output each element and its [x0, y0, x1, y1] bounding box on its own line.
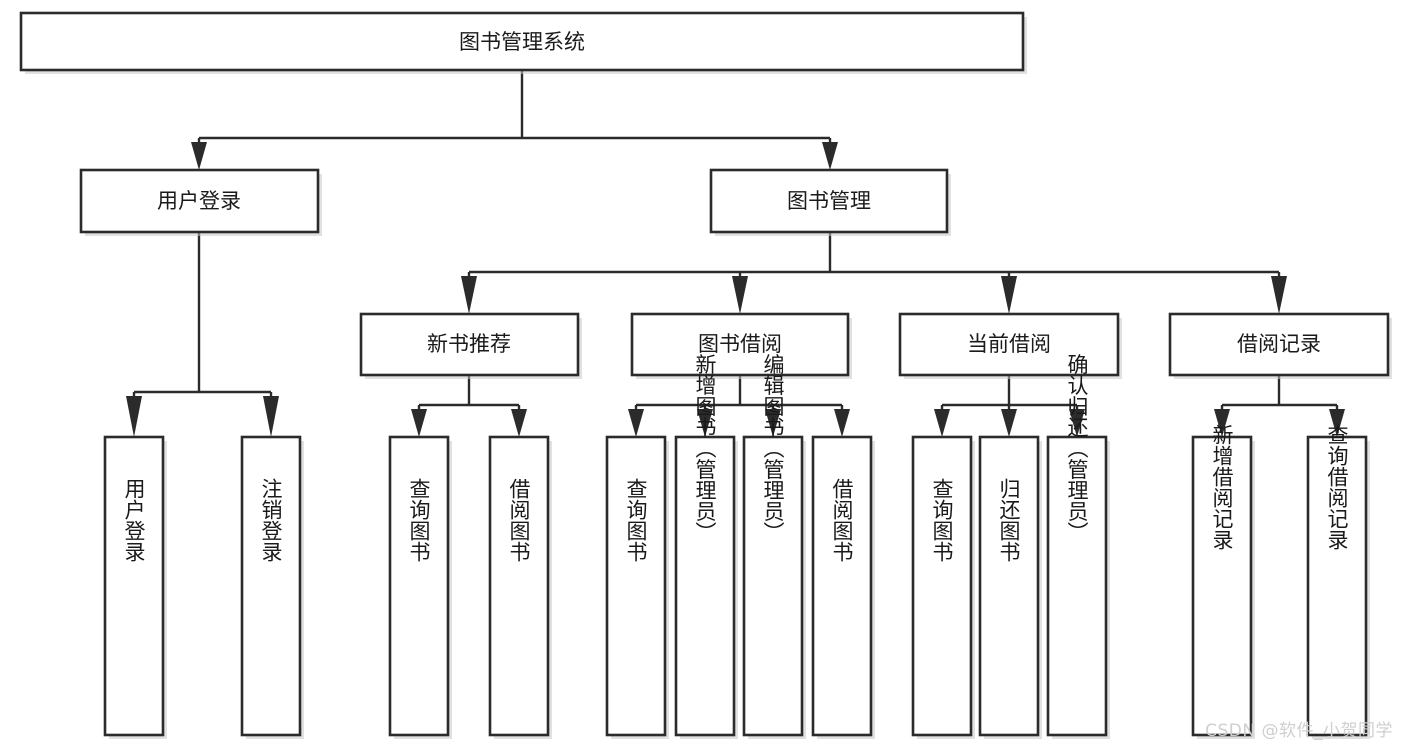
leaf-user-login-label: 用户登录 — [122, 478, 146, 562]
edge-layer — [126, 70, 1345, 437]
leaf-return-book-box — [978, 435, 1040, 737]
node-current-borrow-box — [898, 312, 1120, 377]
leaf-borrow-book-1-label: 借阅图书 — [507, 478, 531, 562]
leaf-logout-login-box — [240, 435, 302, 737]
arrowhead-new-book-recommend — [461, 276, 477, 314]
leaf-query-book-3-box — [911, 435, 973, 737]
leaf-query-book-1[interactable]: 查询图书 — [388, 435, 452, 739]
leaf-query-record-box — [1306, 435, 1368, 737]
arrowhead-leaf-add-book — [697, 409, 713, 437]
node-borrow-record-label: 借阅记录 — [1237, 332, 1321, 356]
node-book-manage-label: 图书管理 — [787, 189, 871, 213]
node-root-label: 图书管理系统 — [459, 30, 585, 54]
leaf-borrow-book-2[interactable]: 借阅图书 — [811, 435, 875, 739]
arrowhead-current-borrow — [1001, 276, 1017, 314]
node-book-borrow-label: 图书借阅 — [698, 332, 782, 356]
arrowhead-leaf-query-book-3 — [934, 409, 950, 437]
arrowhead-borrow-record — [1271, 276, 1287, 314]
node-current-borrow[interactable]: 当前借阅 — [898, 312, 1122, 379]
leaf-borrow-book-1-box — [488, 435, 550, 737]
leaf-confirm-return-box — [1046, 435, 1108, 737]
leaf-edit-book-box — [742, 435, 804, 737]
node-book-borrow[interactable]: 图书借阅 — [630, 312, 852, 379]
leaf-query-book-2[interactable]: 查询图书 — [605, 435, 669, 739]
node-borrow-record[interactable]: 借阅记录 — [1168, 312, 1392, 379]
leaf-user-login[interactable]: 用户登录 — [103, 435, 167, 739]
leaf-query-book-1-box — [388, 435, 450, 737]
leaf-add-record-label: 新增借阅记录 — [1210, 424, 1234, 550]
leaf-borrow-book-2-box — [811, 435, 873, 737]
node-borrow-record-box — [1168, 312, 1390, 377]
node-user-login-label: 用户登录 — [157, 189, 241, 213]
node-root-box — [19, 11, 1025, 72]
leaf-user-login-box — [103, 435, 165, 737]
arrowhead-leaf-user-login — [126, 396, 142, 437]
leaf-query-record[interactable]: 查询借阅记录 — [1306, 424, 1370, 739]
node-current-borrow-label: 当前借阅 — [967, 332, 1051, 356]
node-new-book-recommend-box — [359, 312, 580, 377]
arrowhead-leaf-logout-login — [263, 396, 279, 437]
leaf-add-book-label: 新增图书（管理员） — [693, 354, 717, 543]
leaf-confirm-return-label: 确认归还（管理员） — [1065, 354, 1089, 543]
arrowhead-leaf-return-book — [1001, 409, 1017, 437]
leaf-add-record-box — [1191, 435, 1253, 737]
leaf-add-book-box — [674, 435, 736, 737]
leaf-edit-book[interactable]: 编辑图书（管理员） — [742, 354, 806, 740]
leaf-borrow-book-1[interactable]: 借阅图书 — [488, 435, 552, 739]
leaf-return-book-label: 归还图书 — [997, 478, 1021, 562]
leaf-query-record-label: 查询借阅记录 — [1325, 424, 1349, 550]
arrowhead-leaf-query-book-2 — [628, 409, 644, 437]
node-user-login-box — [79, 168, 320, 234]
node-new-book-recommend[interactable]: 新书推荐 — [359, 312, 582, 379]
leaf-query-book-2-box — [605, 435, 667, 737]
leaf-logout-login-label: 注销登录 — [259, 478, 283, 562]
node-book-manage-box — [709, 168, 949, 234]
arrowhead-leaf-borrow-book-1 — [511, 409, 527, 437]
arrowhead-leaf-confirm-return — [1069, 409, 1085, 437]
leaf-borrow-book-2-label: 借阅图书 — [830, 478, 854, 562]
leaf-query-book-3[interactable]: 查询图书 — [911, 435, 975, 739]
arrowhead-book-manage — [822, 142, 838, 170]
leaf-add-record[interactable]: 新增借阅记录 — [1191, 424, 1255, 739]
arrowhead-leaf-query-record — [1329, 409, 1345, 437]
leaf-return-book[interactable]: 归还图书 — [978, 435, 1042, 739]
node-book-manage[interactable]: 图书管理 — [709, 168, 951, 236]
node-root[interactable]: 图书管理系统 — [19, 11, 1027, 74]
watermark-credit: CSDN @软件_小贺同学 — [1205, 721, 1393, 741]
leaf-edit-book-label: 编辑图书（管理员） — [761, 354, 785, 543]
arrowhead-user-login — [191, 142, 207, 170]
leaf-confirm-return[interactable]: 确认归还（管理员） — [1046, 354, 1110, 740]
arrowhead-leaf-query-book-1 — [411, 409, 427, 437]
leaf-logout-login[interactable]: 注销登录 — [240, 435, 304, 739]
leaf-query-book-2-label: 查询图书 — [624, 478, 648, 562]
arrowhead-leaf-borrow-book-2 — [834, 409, 850, 437]
node-new-book-recommend-label: 新书推荐 — [427, 332, 511, 356]
arrowhead-book-borrow — [732, 276, 748, 314]
leaf-query-book-3-label: 查询图书 — [930, 478, 954, 562]
arrowhead-leaf-add-record — [1214, 409, 1230, 437]
node-user-login[interactable]: 用户登录 — [79, 168, 322, 236]
arrowhead-leaf-edit-book — [765, 409, 781, 437]
node-book-borrow-box — [630, 312, 850, 377]
leaf-add-book[interactable]: 新增图书（管理员） — [674, 354, 738, 740]
leaf-query-book-1-label: 查询图书 — [407, 478, 431, 562]
